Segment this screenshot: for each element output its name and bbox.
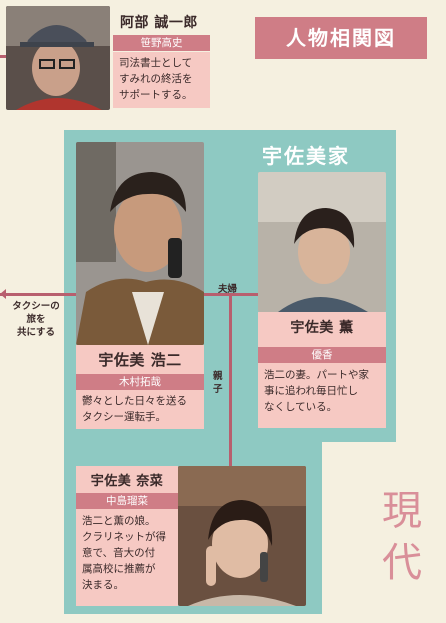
nana-actor: 中島瑠菜: [76, 493, 178, 509]
era-char-2: 代: [382, 540, 422, 586]
parent-child-relation-label: 親 子: [213, 371, 223, 395]
koji-actor: 木村拓哉: [76, 374, 204, 390]
kaoru-card: 宇佐美 薫 優香 浩二の妻。パートや家 事に追われ毎日忙し なくしている。: [258, 312, 386, 428]
abe-actor: 笹野高史: [113, 35, 210, 51]
taxi-arrow-icon: [0, 289, 6, 299]
taxi-connector: [0, 293, 76, 296]
couple-relation-label: 夫婦: [218, 284, 238, 295]
couple-connector: [204, 293, 258, 296]
nana-photo: [178, 466, 306, 606]
nana-desc: 浩二と薫の娘。 クラリネットが得 意で、音大の付 属高校に推薦が 決まる。: [82, 515, 166, 591]
koji-card: 宇佐美 浩二 木村拓哉 鬱々とした日々を送る タクシー運転手。: [76, 345, 204, 429]
abe-photo: [6, 6, 110, 110]
kaoru-photo: [258, 172, 386, 312]
abe-name: 阿部 誠一郎: [120, 15, 198, 31]
family-label: 宇佐美家: [262, 144, 350, 168]
kaoru-name: 宇佐美 薫: [290, 320, 354, 336]
abe-desc-card: 司法書士として すみれの終活を サポートする。: [113, 52, 210, 108]
abe-desc: 司法書士として すみれの終活を サポートする。: [119, 57, 193, 101]
koji-photo: [76, 142, 204, 345]
parent-child-connector: [229, 296, 232, 466]
kaoru-desc: 浩二の妻。パートや家 事に追われ毎日忙し なくしている。: [264, 369, 369, 413]
era-char-1: 現: [382, 488, 422, 534]
taxi-relation-label: タクシーの 旅を 共にする: [12, 301, 60, 338]
kaoru-actor: 優香: [258, 347, 386, 363]
era-label: 現 代: [372, 485, 432, 589]
connector-abe: [0, 55, 8, 58]
page-title: 人物相関図: [255, 17, 427, 59]
koji-name: 宇佐美 浩二: [98, 351, 182, 369]
nana-name: 宇佐美 奈菜: [90, 474, 164, 489]
nana-card: 宇佐美 奈菜 中島瑠菜 浩二と薫の娘。 クラリネットが得 意で、音大の付 属高校…: [76, 466, 178, 606]
koji-desc: 鬱々とした日々を送る タクシー運転手。: [82, 395, 187, 423]
